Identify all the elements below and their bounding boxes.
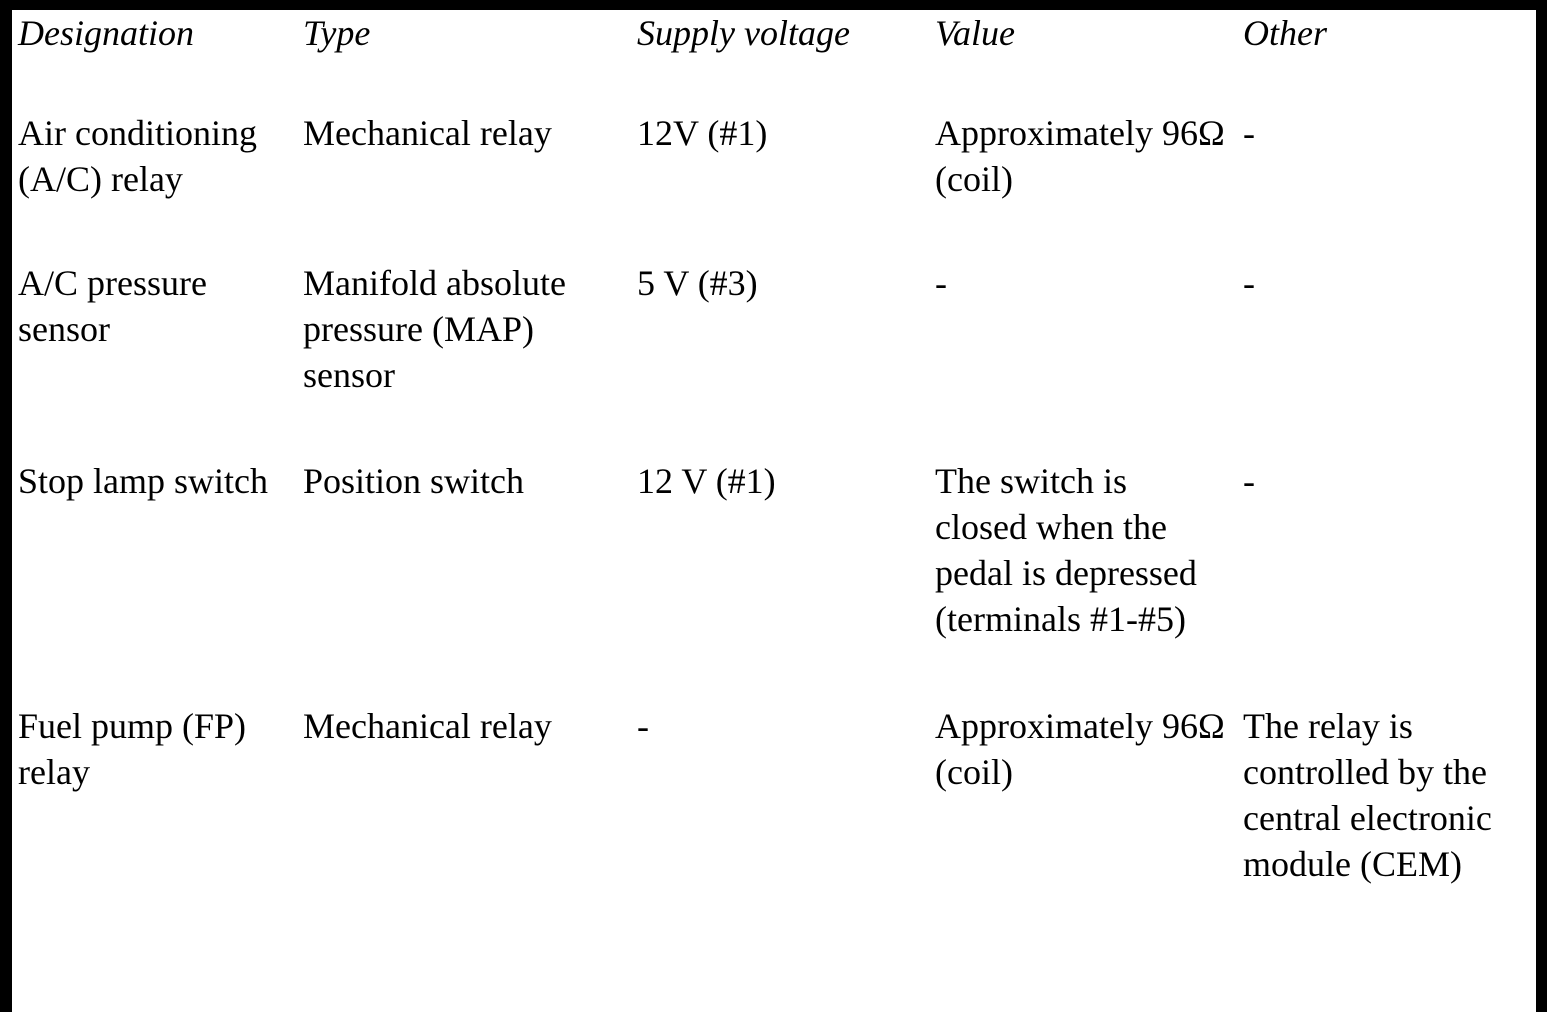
column-header-designation: Designation — [18, 13, 194, 53]
cell-supply-voltage: 5 V (#3) — [637, 263, 758, 303]
column-header-type: Type — [303, 13, 371, 53]
cell-designation: Air conditioning (A/C) relay — [18, 113, 257, 199]
cell-value: The switch is closed when the pedal is d… — [935, 461, 1197, 639]
cell-other: The relay is controlled by the central e… — [1243, 706, 1492, 884]
cell-supply-voltage: - — [637, 706, 649, 746]
cell-supply-voltage: 12 V (#1) — [637, 461, 776, 501]
table-header-row: Designation Type Supply voltage Value Ot… — [12, 10, 1536, 110]
column-header-other: Other — [1243, 13, 1327, 53]
cell-other: - — [1243, 461, 1255, 501]
column-header-supply-voltage: Supply voltage — [637, 13, 850, 53]
cell-other: - — [1243, 263, 1255, 303]
cell-supply-voltage: 12V (#1) — [637, 113, 768, 153]
cell-value: - — [935, 263, 947, 303]
cell-designation: Fuel pump (FP) relay — [18, 706, 247, 792]
cell-type: Manifold absolute pressure (MAP) sensor — [303, 263, 566, 395]
cell-type: Mechanical relay — [303, 706, 552, 746]
table-row-ac-relay: Air conditioning (A/C) relay Mechanical … — [12, 110, 1536, 260]
cell-type: Position switch — [303, 461, 525, 501]
cell-value: Approximately 96Ω (coil) — [935, 113, 1225, 199]
cell-designation: A/C pressure sensor — [18, 263, 207, 349]
table-row-fuel-pump-relay: Fuel pump (FP) relay Mechanical relay - … — [12, 703, 1536, 1012]
cell-type: Mechanical relay — [303, 113, 552, 153]
component-spec-table: Designation Type Supply voltage Value Ot… — [12, 10, 1536, 1012]
column-header-value: Value — [935, 13, 1015, 53]
component-spec-table-frame: Designation Type Supply voltage Value Ot… — [0, 0, 1547, 1012]
cell-designation: Stop lamp switch — [18, 461, 268, 501]
table-row-ac-pressure-sensor: A/C pressure sensor Manifold absolute pr… — [12, 260, 1536, 458]
cell-value: Approximately 96Ω (coil) — [935, 706, 1225, 792]
table-row-stop-lamp-switch: Stop lamp switch Position switch 12 V (#… — [12, 458, 1536, 703]
cell-other: - — [1243, 113, 1255, 153]
